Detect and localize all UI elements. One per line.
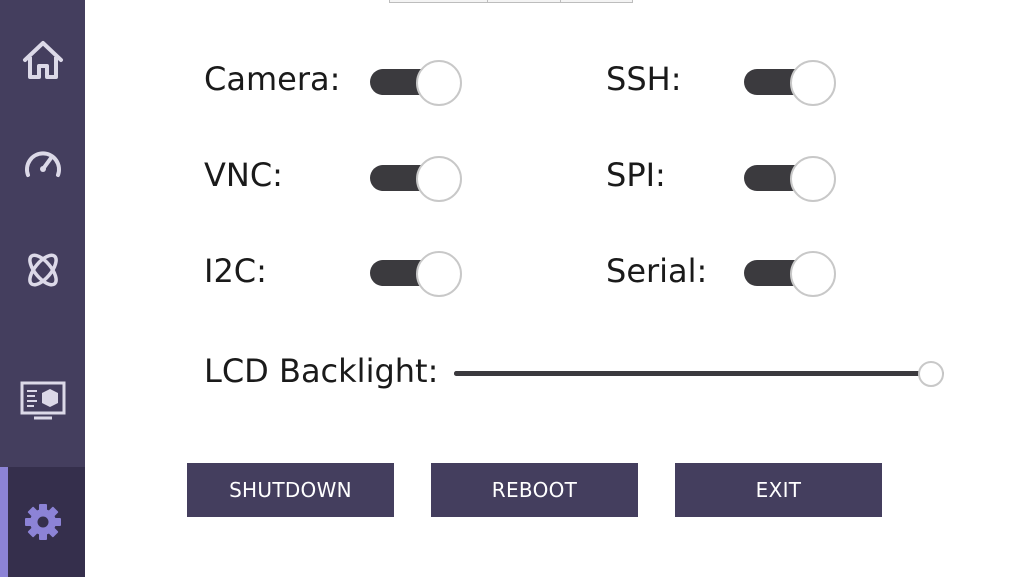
sidebar-item-network[interactable] xyxy=(0,225,85,315)
sidebar-item-settings[interactable] xyxy=(0,467,85,577)
display-panel-icon xyxy=(20,381,65,420)
toggle-knob xyxy=(790,156,836,202)
spi-toggle[interactable] xyxy=(744,155,836,202)
camera-label: Camera: xyxy=(204,60,341,98)
camera-toggle[interactable] xyxy=(370,59,462,106)
toggle-knob xyxy=(416,156,462,202)
toggle-knob xyxy=(790,251,836,297)
sidebar-item-home[interactable] xyxy=(0,15,85,105)
sidebar xyxy=(0,0,85,577)
ssh-toggle[interactable] xyxy=(744,59,836,106)
gear-icon xyxy=(24,504,61,540)
gauge-icon xyxy=(24,151,61,177)
top-handle xyxy=(389,0,633,3)
slider-fill xyxy=(454,371,931,376)
orbit-icon xyxy=(27,253,58,287)
home-icon xyxy=(22,41,63,79)
slider-thumb[interactable] xyxy=(918,361,944,387)
serial-toggle[interactable] xyxy=(744,250,836,297)
sidebar-item-system[interactable] xyxy=(0,355,85,445)
vnc-toggle[interactable] xyxy=(370,155,462,202)
sidebar-item-dashboard[interactable] xyxy=(0,120,85,210)
toggle-knob xyxy=(416,251,462,297)
lcd-backlight-label: LCD Backlight: xyxy=(204,352,439,390)
i2c-label: I2C: xyxy=(204,252,267,290)
ssh-label: SSH: xyxy=(606,60,682,98)
reboot-button[interactable]: REBOOT xyxy=(431,463,638,517)
vnc-label: VNC: xyxy=(204,156,283,194)
toggle-knob xyxy=(790,60,836,106)
spi-label: SPI: xyxy=(606,156,666,194)
serial-label: Serial: xyxy=(606,252,708,290)
lcd-backlight-slider[interactable] xyxy=(454,358,944,390)
toggle-knob xyxy=(416,60,462,106)
shutdown-button[interactable]: SHUTDOWN xyxy=(187,463,394,517)
exit-button[interactable]: EXIT xyxy=(675,463,882,517)
i2c-toggle[interactable] xyxy=(370,250,462,297)
